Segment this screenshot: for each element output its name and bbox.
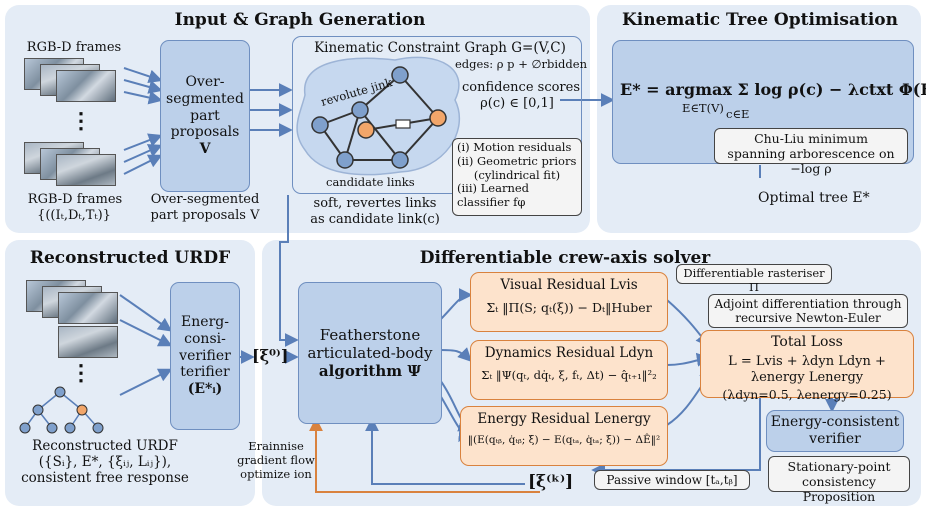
visual-residual-box: Visual Residual Lvis Σₜ ‖Π(S; qₜ(ξ)) − D… [470, 272, 668, 332]
featherstone-line: Featherstone [319, 326, 421, 344]
urdf-frame-thumb [58, 326, 118, 358]
total-loss-box: Total Loss L = Lvis + λdyn Ldyn + λenerg… [700, 330, 914, 402]
candidate-links-label: candidate links [326, 175, 415, 189]
erainnise-line: Erainnise [248, 439, 304, 453]
chu-liu-line: spanning arborescence on −log ρ [727, 146, 895, 176]
urdf-caption-line: consistent free response [21, 470, 189, 487]
frames-arrows [123, 67, 615, 175]
soft-caption: soft, revertes links as candidate link(c… [300, 196, 450, 227]
tree-eq-sum-sub: c∈E [726, 107, 750, 121]
verifier-box: Energ- consi- verifier terifier (E*ᵢ) [170, 282, 240, 430]
urdf-dots: ⋮ [70, 360, 92, 386]
proposals-line: segmented [166, 90, 244, 107]
dynamics-residual-box: Dynamics Residual Ldyn Σₜ ‖Ψ(qₜ, dq̇ₜ, ξ… [470, 340, 668, 400]
criteria-callout: (i) Motion residuals (ii) Geometric prio… [452, 138, 582, 216]
proposals-line: proposals [170, 124, 240, 141]
criteria-line: (iii) Learned classifier fφ [457, 181, 530, 210]
stationary-line: Stationary-point [787, 459, 891, 474]
panel-title-solver: Differentiable crew-axis solver [419, 248, 711, 268]
tree-eq-argmax-sub: E∈T(V) [682, 101, 724, 115]
energy-verifier-line: Energy-consistent [770, 414, 900, 431]
erainnise-label: Erainnise gradient flow optimize ion [236, 439, 316, 481]
proposals-box: Over- segmented part proposals V [160, 40, 250, 192]
energy-verifier-box: Energy-consistent verifier [766, 410, 904, 452]
energy-residual-box: Energy Residual Lenergy ‖(E(qₜᵦ, q̇ₜᵦ; ξ… [460, 406, 668, 466]
passive-window-text: Passive window [tₐ,tᵦ] [606, 473, 738, 487]
featherstone-line: articulated-body [307, 344, 433, 362]
criteria-line: (i) Motion residuals [457, 140, 572, 154]
panel-title-input: Input & Graph Generation [174, 10, 426, 30]
panel-title-tree: Kinematic Tree Optimisation [622, 10, 898, 30]
confidence-label: confidence scores ρ(c) ∈ [0,1] [462, 80, 581, 111]
rgbd-frames-bottom-label: RGB-D frames [27, 192, 123, 207]
visual-eq: Σₜ ‖Π(S; qₜ(ξ)) − Dₜ‖Huber [486, 299, 652, 315]
criteria-line: (cylindrical fit) [473, 167, 561, 182]
proposals-line: part [190, 107, 220, 124]
gradient-flow-arrow [309, 417, 540, 493]
graph-nodes [311, 66, 447, 169]
chu-liu-callout: Chu-Liu minimum spanning arborescence on… [714, 128, 908, 176]
verifier-line: terifier [180, 364, 230, 381]
verifier-line: Energ- [181, 314, 229, 330]
energy-title: Energy Residual Lenergy [477, 411, 651, 427]
featherstone-box: Featherstone articulated-body algorithm … [298, 282, 442, 424]
proposals-line: Over- [185, 74, 225, 90]
criteria-line: (ii) Geometric priors [457, 153, 577, 168]
rgbd-set-label: {((Iₜ,Dₜ,Tₜ)} [37, 208, 111, 223]
chu-liu-line: Chu-Liu minimum [754, 131, 868, 146]
verifier-line: (E*ᵢ) [187, 381, 223, 398]
total-params: (λdyn=0.5, λenergy=0.25) [722, 387, 892, 402]
featherstone-line: algorithm Ψ [318, 362, 422, 380]
urdf-caption-line: ({Sᵢ}, E*, {ξᵢⱼ, Lᵢⱼ}), [38, 454, 172, 471]
graph-title: Kinematic Constraint Graph G=(V,C) [314, 40, 566, 56]
urdf-caption-line: Reconstructed URDF [32, 438, 178, 454]
urdf-arrows [119, 294, 299, 396]
proposals-line: V [199, 141, 211, 158]
erainnise-line: optimize ion [240, 466, 312, 481]
xi0-label: [ξ⁰⁾] [252, 346, 289, 365]
verifier-line: consi- [184, 330, 226, 347]
urdf-tree-nodes [19, 386, 104, 434]
graph-to-solver-arrow [279, 195, 299, 347]
energy-verifier-line: verifier [809, 431, 861, 447]
xik-label: [ξ⁽ᵏ⁾] [528, 472, 574, 492]
stationary-line: consistency Proposition [802, 474, 876, 504]
rasteriser-text: Differentiable rasteriser Π [683, 266, 825, 294]
passive-window-callout: Passive window [tₐ,tᵦ] [594, 470, 750, 490]
energy-eq: ‖(E(qₜᵦ, q̇ₜᵦ; ξ) − E(qₜₐ, q̇ₜₐ; ξ)) − Δ… [467, 433, 661, 446]
visual-title: Visual Residual Lvis [500, 277, 638, 293]
proposals-caption: Over-segmented part proposals V [150, 192, 260, 223]
rgbd-frame-thumb [56, 154, 116, 186]
confidence-line: ρ(c) ∈ [0,1] [480, 95, 554, 111]
adjoint-line: Adjoint differentiation through [714, 297, 902, 311]
soft-caption-line: soft, revertes links [313, 196, 437, 211]
stationary-callout: Stationary-point consistency Proposition [768, 456, 910, 504]
urdf-frame-thumb [58, 292, 118, 324]
proposals-caption-line: Over-segmented [150, 192, 260, 207]
dynamics-title: Dynamics Residual Ldyn [484, 345, 654, 361]
edges-label: edges: ρ p + ∅rbidden [455, 57, 587, 71]
tree-equation: E* = argmax Σ log ρ(c) − λctxt Φ(E) [620, 80, 926, 99]
adjoint-line: recursive Newton-Euler [735, 311, 881, 326]
dynamics-eq: Σₜ ‖Ψ(qₜ, dq̇ₜ, ξ, fₜ, Δt) − q̂ₜ₊₁‖²₂ [481, 367, 657, 382]
total-title: Total Loss [771, 334, 843, 350]
rgbd-frames-top-label: RGB-D frames [26, 40, 122, 55]
urdf-caption: Reconstructed URDF ({Sᵢ}, E*, {ξᵢⱼ, Lᵢⱼ}… [10, 438, 200, 487]
total-eq: L = Lvis + λdyn Ldyn + λenergy Lenergy [728, 353, 886, 385]
confidence-line: confidence scores [462, 80, 581, 95]
graph-blob [296, 56, 461, 176]
rgbd-dots: ⋮ [70, 108, 92, 134]
erainnise-line: gradient flow [237, 452, 315, 467]
constraint-graph-box [292, 36, 582, 194]
proposals-caption-line: part proposals V [150, 207, 260, 223]
verifier-line: verifier [179, 347, 231, 364]
rasteriser-callout: Differentiable rasteriser Π [676, 264, 832, 294]
optimal-tree-label: Optimal tree E* [758, 190, 870, 206]
soft-caption-line: as candidate link(c) [310, 211, 440, 227]
panel-title-urdf: Reconstructed URDF [29, 248, 231, 268]
adjoint-callout: Adjoint differentiation through recursiv… [708, 294, 908, 328]
joint-glyph [395, 119, 411, 129]
rgbd-frame-thumb [56, 70, 116, 102]
